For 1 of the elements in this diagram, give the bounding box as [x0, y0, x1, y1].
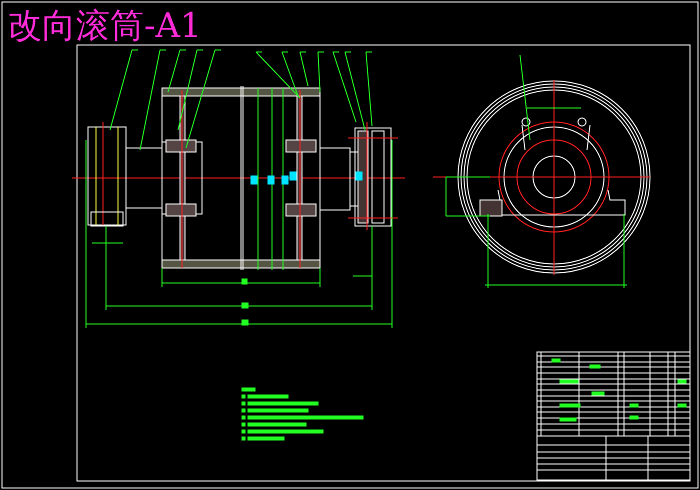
drawing-title: 改向滚筒-A1	[8, 6, 202, 46]
